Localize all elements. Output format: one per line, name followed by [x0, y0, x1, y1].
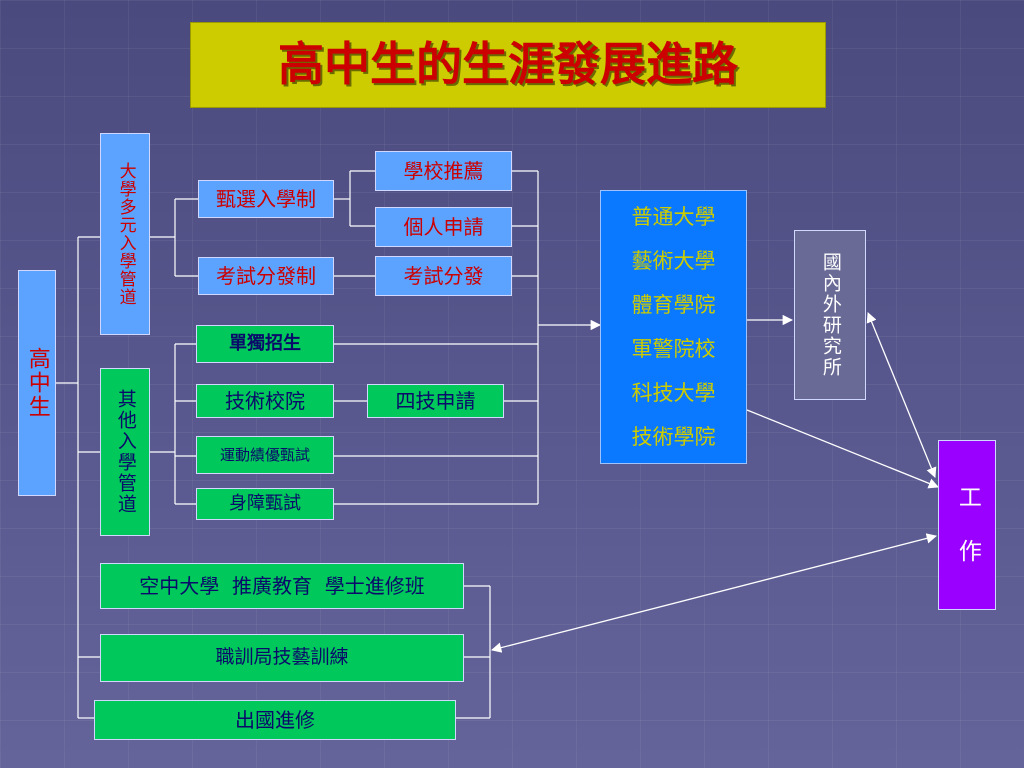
vocational-training-node: 職訓局技藝訓練	[100, 634, 464, 682]
exam-allocation-node: 考試分發	[375, 256, 512, 296]
personal-application-node: 個人申請	[375, 207, 512, 247]
tech-college-node: 技術校院	[196, 384, 334, 418]
work-node: 工 作	[938, 440, 996, 610]
graduate-school-node: 國內外研究所	[794, 230, 866, 400]
four-year-tech-application-node: 四技申請	[367, 384, 504, 418]
university-item: 普通大學	[631, 204, 716, 229]
university-item: 技術學院	[631, 424, 716, 449]
university-item: 藝術大學	[631, 248, 716, 273]
other-channel-node: 其他入學管道	[100, 368, 150, 536]
university-list-node: 普通大學 藝術大學 體育學院 軍警院校 科技大學 技術學院	[600, 190, 747, 464]
multi-channel-node: 大學多元入學管道	[100, 133, 150, 335]
open-university-node: 空中大學 推廣教育 學士進修班	[100, 563, 464, 609]
selection-system-node: 甄選入學制	[198, 180, 334, 218]
single-enrollment-node: 單獨招生	[196, 325, 334, 363]
exam-system-node: 考試分發制	[198, 257, 334, 295]
sports-excellence-node: 運動績優甄試	[196, 436, 334, 474]
study-abroad-node: 出國進修	[94, 700, 456, 740]
page-title: 高中生的生涯發展進路	[190, 22, 826, 108]
school-recommendation-node: 學校推薦	[375, 151, 512, 191]
high-school-student-node: 高中生	[18, 270, 56, 496]
university-item: 科技大學	[631, 380, 716, 405]
university-item: 軍警院校	[631, 336, 716, 361]
disability-exam-node: 身障甄試	[196, 488, 334, 520]
university-item: 體育學院	[631, 292, 716, 317]
